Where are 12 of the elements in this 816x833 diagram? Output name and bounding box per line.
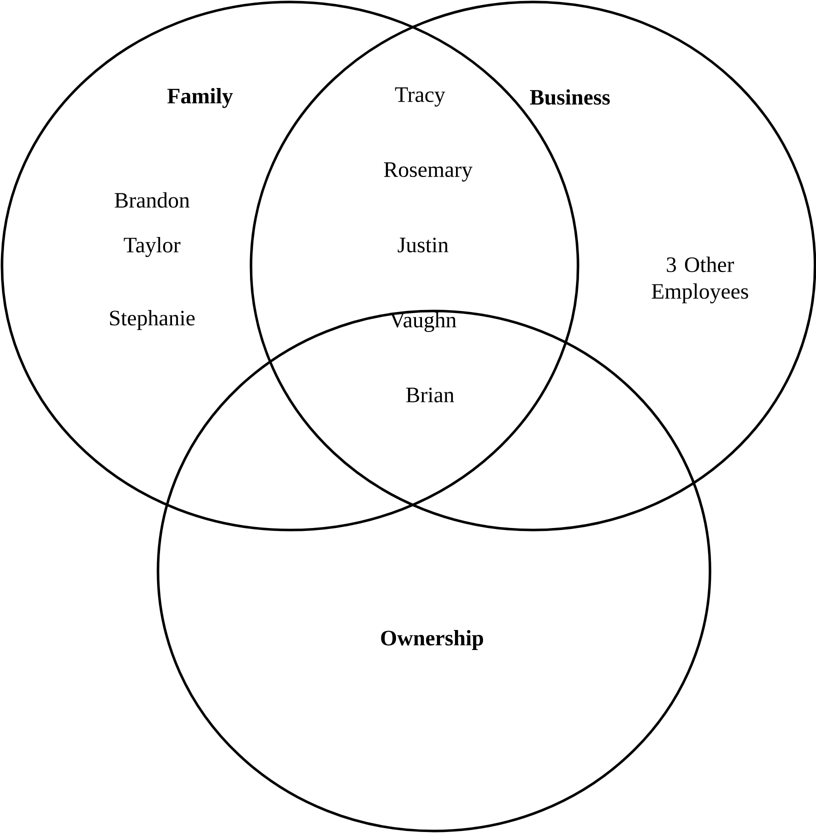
member-name: Rosemary — [384, 162, 473, 182]
member-name: Taylor — [124, 237, 180, 258]
member-name: Brandon — [114, 192, 190, 208]
set-heading: Business — [530, 89, 610, 105]
member-name: Justin — [398, 238, 448, 252]
member-name: 3 Other Employees — [652, 256, 748, 304]
set-heading: Ownership — [381, 630, 484, 650]
member-name: Stephanie — [110, 310, 195, 330]
set-heading: Family — [167, 88, 233, 108]
member-name: Tracy — [395, 87, 446, 107]
member-name: Brian — [406, 388, 454, 402]
member-name: Vaughn — [390, 312, 456, 332]
